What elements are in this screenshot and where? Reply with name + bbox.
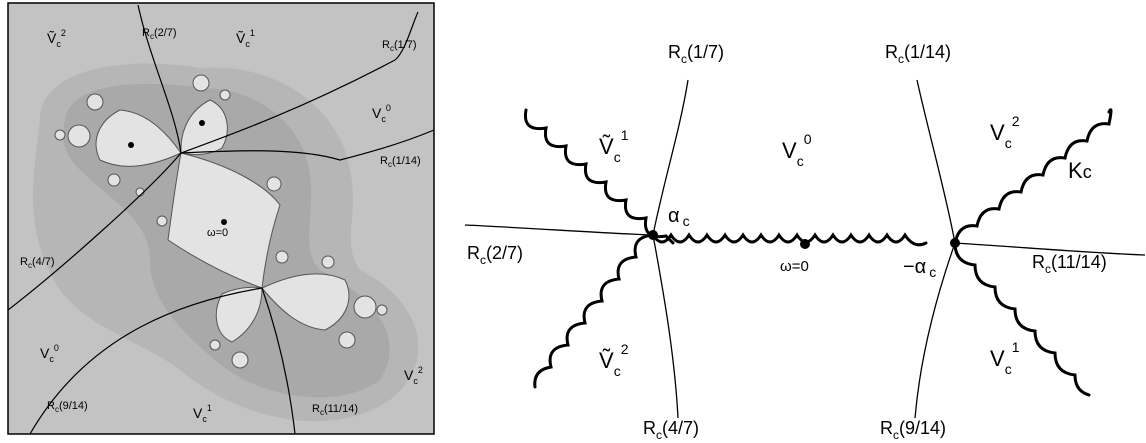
upper-left-chain	[523, 108, 675, 245]
v2-tilde-label: Ṽc2	[599, 341, 629, 379]
omega-point	[800, 239, 810, 249]
ray-label-4-7: Rc(4/7)	[20, 256, 55, 270]
ray-9-14	[914, 242, 956, 419]
upper-right-chain	[953, 108, 1113, 245]
ray-label-2-7: Rc(2/7)	[142, 27, 177, 41]
julia-top-component	[180, 99, 228, 156]
ray-label-9-14: Rc(9/14)	[880, 418, 946, 442]
omega-label: ω=0	[207, 227, 228, 239]
v1-bottom-label: Vc1	[193, 403, 212, 424]
julia-right-component	[261, 273, 350, 331]
lower-left-chain	[533, 233, 655, 389]
ray-1-7	[652, 79, 689, 236]
v0-left-label: Vc0	[40, 343, 59, 364]
julia-boundary-arcs	[523, 108, 1113, 397]
ray-1-14	[916, 79, 956, 244]
lower-right-chain	[953, 241, 1091, 397]
ray-2-7	[137, 4, 182, 154]
ray-1-7	[180, 11, 419, 154]
ray-label-11-14: Rc(11/14)	[1032, 252, 1107, 276]
julia-left-component	[95, 109, 182, 167]
ray-label-11-14: Rc(11/14)	[312, 403, 358, 417]
left-rays	[8, 4, 434, 434]
v1-tilde-label: Ṽc1	[236, 28, 255, 49]
left-panel: ω=0 Ṽc2 Ṽc1 Vc0 Vc0 Vc1 Vc2 Rc(2/7) Rc(1…	[7, 2, 435, 435]
ray-2-7	[464, 224, 654, 236]
omega-point	[221, 219, 227, 225]
right-rays	[464, 79, 1146, 419]
ray-label-1-7: Rc(1/7)	[382, 39, 417, 53]
julia-set	[54, 74, 388, 369]
ray-4-7	[8, 152, 182, 311]
alpha-point	[648, 230, 658, 240]
right-panel: Rc(1/7) Rc(1/14) Rc(2/7) Rc(11/14) Rc(4/…	[464, 42, 1146, 442]
kc-label: Kc	[1068, 158, 1092, 183]
v2-label: Vc2	[990, 113, 1020, 151]
ray-label-1-7: Rc(1/7)	[668, 42, 724, 66]
ray-label-2-7: Rc(2/7)	[467, 243, 523, 267]
ray-label-1-14: Rc(1/14)	[380, 155, 421, 169]
central-wavy-chain	[651, 232, 928, 247]
left-critical-point	[128, 142, 134, 148]
v1-label: Vc1	[990, 339, 1020, 377]
v0-label: Vc0	[782, 131, 812, 169]
julia-bottom-component	[215, 286, 263, 343]
v2-bottom-label: Vc2	[404, 365, 423, 386]
ray-9-14	[29, 287, 263, 434]
ray-11-14	[954, 242, 1146, 256]
ray-label-4-7: Rc(4/7)	[643, 418, 699, 442]
v2-tilde-label: Ṽc2	[47, 28, 66, 49]
ray-4-7	[652, 234, 679, 419]
ray-11-14	[261, 287, 296, 434]
ray-1-14	[180, 129, 434, 161]
v1-tilde-label: Ṽc1	[599, 127, 629, 165]
top-critical-point	[199, 120, 205, 126]
neg-alpha-point	[950, 238, 960, 248]
omega-label: ω=0	[780, 258, 809, 275]
v0-right-label: Vc0	[372, 103, 391, 124]
ray-label-9-14: Rc(9/14)	[47, 400, 88, 414]
ray-label-1-14: Rc(1/14)	[885, 42, 951, 66]
